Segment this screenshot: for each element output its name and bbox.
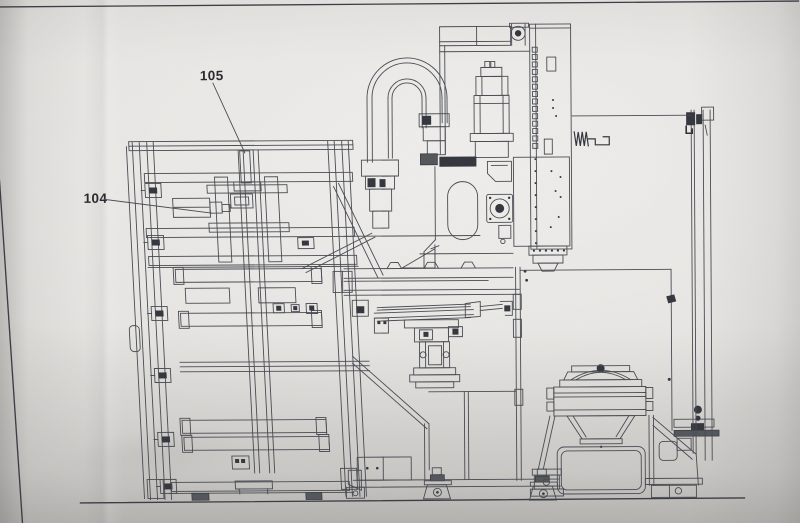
chain-track <box>531 46 539 149</box>
leveling-foot <box>422 467 452 500</box>
reference-line <box>519 268 677 431</box>
stand-left-leg <box>529 415 564 497</box>
load-station <box>529 364 720 498</box>
guide-rail <box>571 106 715 461</box>
rack-side-handle <box>128 325 141 353</box>
callout-104-label: 104 <box>84 191 108 206</box>
diagonal-braces <box>301 182 384 279</box>
pallet-knob <box>596 364 605 373</box>
panel-rivets <box>534 99 562 245</box>
rack-top-cap <box>128 139 354 184</box>
rail-hook <box>685 125 694 135</box>
funnel <box>566 414 636 448</box>
rack-shelf-boxes <box>184 287 319 315</box>
cam-bump <box>460 261 477 269</box>
pallet-rack <box>125 139 370 501</box>
callout-105: 105 <box>200 68 246 154</box>
spindle-motor-stack <box>469 60 514 158</box>
cable-arch <box>360 57 450 229</box>
rotary-flange <box>486 193 514 223</box>
callout-104-leader <box>103 198 213 214</box>
rail-tie-line <box>571 114 692 117</box>
rack-mast-top-shaft <box>239 150 252 184</box>
cam-bump <box>386 262 403 270</box>
table-pedestal <box>409 341 461 389</box>
rack-shelf-bars <box>172 266 370 453</box>
rack-posts <box>125 140 367 500</box>
pallet-body <box>546 386 654 417</box>
rack-mast <box>231 149 276 495</box>
transfer-beam <box>301 182 520 296</box>
rack-left-clamp-brackets <box>140 183 178 494</box>
callout-105-label: 105 <box>200 68 224 83</box>
casting-obround-opening <box>447 181 479 241</box>
xy-table <box>351 299 513 389</box>
rack-cross-beams <box>145 226 359 268</box>
rail-bracket <box>673 405 720 451</box>
top-pulley <box>509 22 530 46</box>
rack-carriage <box>206 176 315 263</box>
side-bracket <box>486 160 512 182</box>
cam-bump <box>423 261 440 269</box>
callout-104: 104 <box>84 191 213 214</box>
head-bottom-spindle-nose <box>528 245 568 272</box>
callout-105-leader <box>212 82 246 154</box>
stand-cabinet <box>556 446 646 495</box>
counterbalance-spring <box>573 131 610 147</box>
machine-column <box>419 22 610 272</box>
rack-base <box>146 467 359 501</box>
